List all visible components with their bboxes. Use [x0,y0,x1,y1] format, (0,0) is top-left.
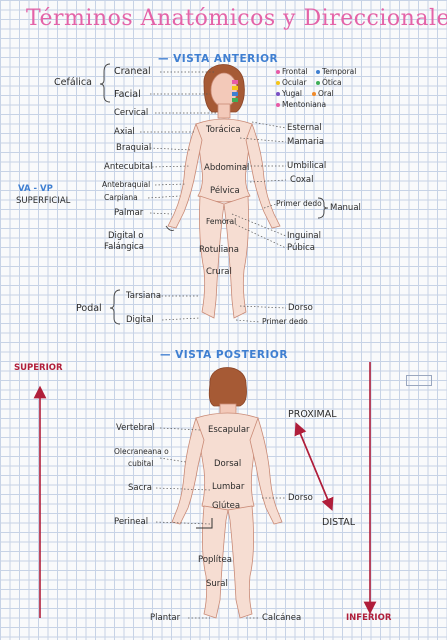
legend-temporal: Temporal [322,67,357,76]
label-escapular: Escapular [208,425,250,435]
label-va-vp: VA - VP [18,184,53,194]
label-vertebral: Vertebral [116,423,155,433]
label-antecubital: Antecubital [104,162,153,172]
mentoniana-color-dot [276,103,280,107]
label-inferior: INFERIOR [346,613,392,623]
temporal-color-dot [316,70,320,74]
legend-frontal: Frontal [282,67,308,76]
label-dorsal: Dorsal [214,459,242,469]
posterior-heading: — VISTA POSTERIOR [160,349,288,361]
label-cervical: Cervical [114,108,149,118]
label-rotuliana: Rotuliana [199,245,239,255]
label-antebraquial: Antebraquial [102,180,151,189]
label-dorso-pie: Dorso [288,303,313,313]
guide-lines [140,71,287,619]
label-primer-dedo-pie: Primer dedo [262,317,308,326]
braces [99,63,329,325]
label-abdominal: Abdominal [204,163,250,173]
label-lumbar: Lumbar [212,482,245,492]
label-esternal: Esternal [287,123,322,133]
label-carpiana: Carpiana [104,193,138,202]
label-digital: Digital [126,315,154,325]
label-tarsiana: Tarsiana [126,291,162,301]
label-manual: Manual [330,203,361,213]
label-digital-o: Digital o [108,231,144,241]
label-toracica: Torácica [206,125,241,135]
anterior-heading: — VISTA ANTERIOR [158,53,279,65]
label-falangica: Falángica [104,242,144,252]
label-perineal: Perineal [114,517,149,527]
label-craneal: Craneal [114,66,151,77]
label-cubital: cubital [128,459,154,468]
otica-color-dot [316,81,320,85]
yugal-color-dot [276,92,280,96]
label-mamaria: Mamaria [287,137,325,147]
label-braquial: Braquial [116,143,152,153]
label-palmar: Palmar [114,208,144,218]
direction-arrows [33,362,377,618]
ocular-color-dot [276,81,280,85]
label-pelvica: Pélvica [210,186,240,196]
label-coxal: Coxal [290,175,314,185]
label-cefalica: Cefálica [54,77,92,88]
label-pubica: Púbica [287,243,316,253]
label-umbilical: Umbilical [287,161,327,171]
legend-mentoniana: Mentoniana [282,100,327,109]
label-plantar: Plantar [150,613,181,623]
label-calcanea: Calcánea [262,613,302,623]
posterior-figure [171,367,283,619]
face-region-marks [232,80,238,102]
label-inguinal: Inguinal [287,231,321,241]
label-proximal: PROXIMAL [288,409,337,420]
frontal-color-dot [276,70,280,74]
label-superficial: SUPERFICIAL [16,196,71,206]
legend-oral: Oral [318,89,334,98]
oral-color-dot [312,92,316,96]
label-glutea: Glútea [212,501,241,511]
legend-otica: Ótica [322,78,342,87]
label-superior: SUPERIOR [14,363,63,373]
label-sural: Sural [206,579,228,589]
label-dorso-mano: Dorso [288,493,313,503]
label-femoral: Femoral [206,217,237,226]
label-poplitea: Poplítea [198,555,232,565]
page-title: Términos Anatómicos y Direccionales [26,6,447,31]
label-olecraneana-o: Olecraneana o [114,447,169,456]
legend-ocular: Ocular [282,78,307,87]
label-sacra: Sacra [128,483,152,493]
label-axial: Axial [114,127,135,137]
label-facial: Facial [114,89,141,100]
notebook-stamp [406,375,432,386]
label-distal: DISTAL [322,517,356,528]
label-primer-dedo-mano: Primer dedo [276,199,322,208]
legend-yugal: Yugal [282,89,302,98]
label-crural: Crural [206,267,232,277]
label-podal: Podal [76,303,102,314]
